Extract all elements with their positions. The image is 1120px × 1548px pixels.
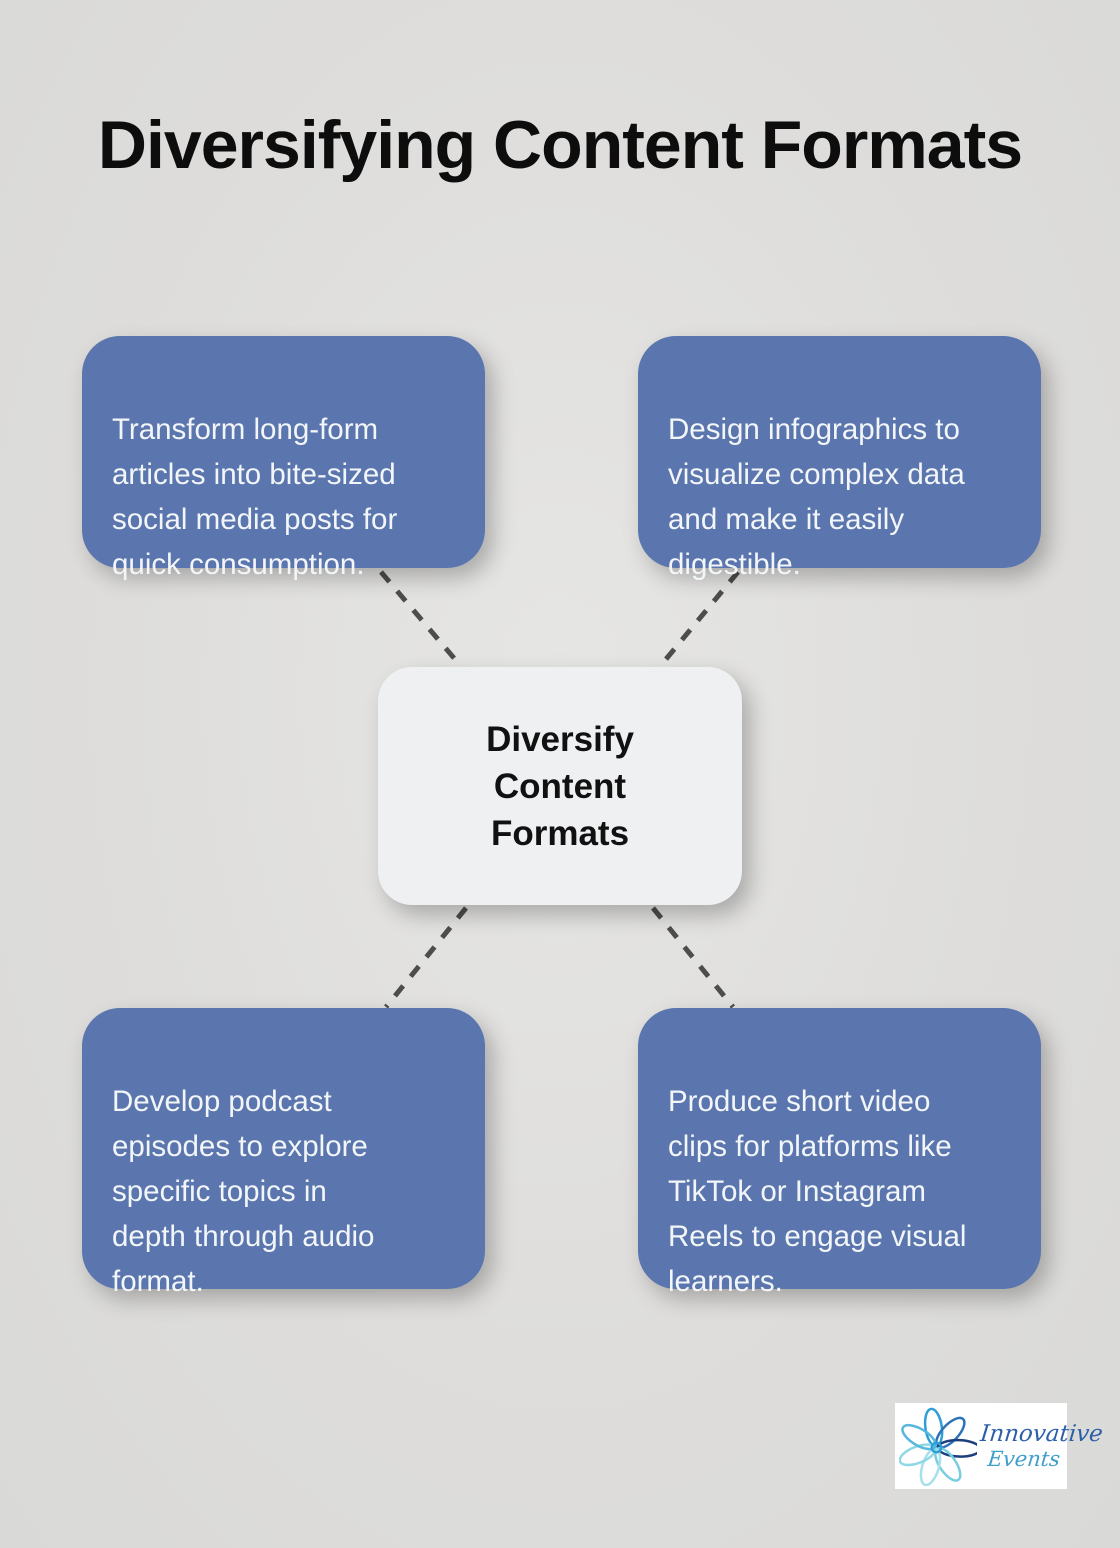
brand-name-line1: Innovative — [978, 1420, 1105, 1447]
connector-top-left — [379, 570, 461, 666]
connector-bottom-right — [651, 906, 735, 1009]
brand-name-line2: Events — [986, 1446, 1062, 1471]
info-card-top-left: Transform long-form articles into bite-s… — [82, 336, 485, 581]
brand-name: Innovative Events — [977, 1420, 1105, 1471]
lotus-flower-icon — [899, 1407, 977, 1486]
info-card-bottom-left: Develop podcast episodes to explore spec… — [82, 1008, 485, 1298]
info-card-text: Develop podcast episodes to explore spec… — [112, 1085, 375, 1298]
connector-bottom-left — [384, 906, 468, 1009]
info-card-bottom-right: Produce short video clips for platforms … — [638, 1008, 1041, 1298]
info-card-text: Transform long-form articles into bite-s… — [112, 413, 398, 581]
center-node-card: Diversify Content Formats — [378, 667, 742, 905]
info-card-top-right: Design infographics to visualize complex… — [638, 336, 1041, 581]
center-node-text: Diversify Content Formats — [486, 719, 634, 853]
brand-logo-card: Innovative Events — [895, 1403, 1104, 1489]
page-title: Diversifying Content Formats — [97, 107, 1023, 183]
info-card-text: Produce short video clips for platforms … — [668, 1085, 967, 1298]
info-card-text: Design infographics to visualize complex… — [668, 413, 965, 581]
